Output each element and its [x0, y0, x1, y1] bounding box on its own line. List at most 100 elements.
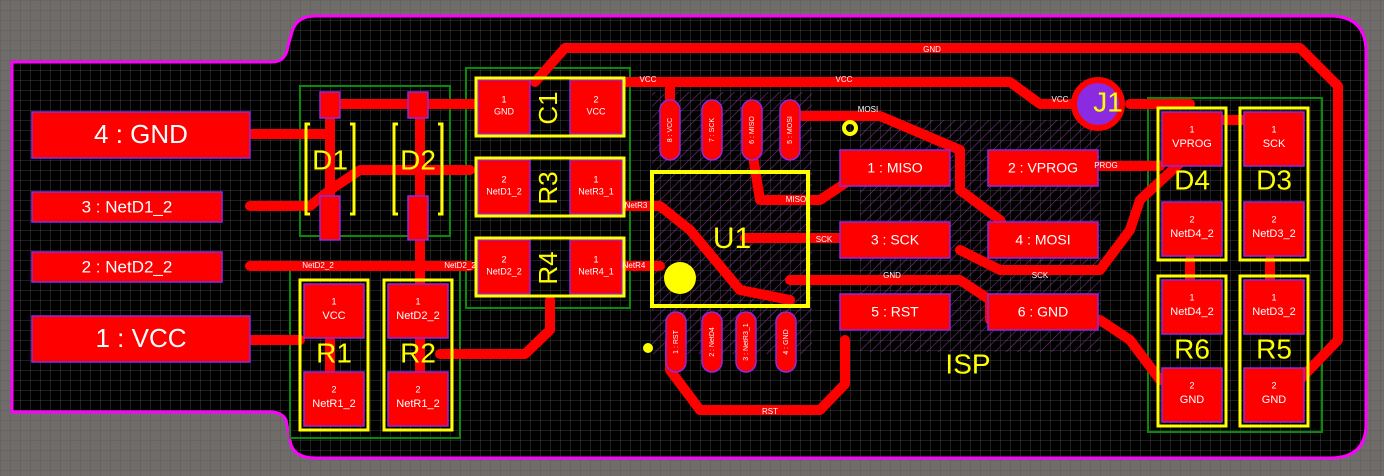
u1-pin-5	[665, 311, 687, 373]
d4-pad-bottom	[1161, 201, 1223, 257]
isp-pad-label: 2 : VPROG	[1008, 160, 1078, 176]
d2-silkscreen	[392, 122, 444, 216]
d1-designator: D1	[312, 144, 348, 175]
r5-silkscreen	[1238, 274, 1310, 428]
connector-pad-label: 1 : VCC	[95, 323, 186, 353]
d3-silkscreen	[1238, 106, 1310, 262]
r4-pad-right	[569, 239, 623, 295]
isp-pad-label: 4 : MOSI	[1015, 232, 1070, 248]
isp-pin1-marker	[842, 120, 858, 136]
u1-pin-1	[659, 99, 681, 161]
r1-pad-top-num: 1	[331, 296, 336, 306]
u1-pin-label: 3 : NetR3_1	[743, 323, 750, 360]
u1-pin-label: 7 : SCK	[709, 118, 716, 142]
r6-pad-bottom-num: 2	[1189, 380, 1194, 390]
r2-pad-bottom	[387, 371, 449, 427]
u1-pin1-dot	[643, 343, 653, 353]
r4-pad-left-num: 2	[501, 254, 506, 264]
isp-pad-3	[839, 221, 951, 259]
net-label: VCC	[836, 75, 853, 84]
r3-pad-left-num: 2	[501, 174, 506, 184]
isp-pad-4	[987, 221, 1099, 259]
r3-designator: R3	[533, 171, 563, 204]
u1-pin-8	[775, 311, 797, 373]
net-label: NetR4	[623, 261, 646, 270]
isp-pad-1	[839, 149, 951, 187]
d2-pad-bottom	[407, 195, 429, 241]
r6-pad-top-net: NetD4_2	[1170, 306, 1213, 318]
u1-pin-3	[741, 99, 763, 161]
d1-silkscreen	[304, 122, 356, 216]
d4-pad-top	[1161, 111, 1223, 167]
r2-pad-top	[387, 283, 449, 339]
d4-pad-top-num: 1	[1189, 124, 1194, 134]
isp-pad-label: 3 : SCK	[871, 232, 920, 248]
connector-pad-4	[31, 111, 251, 159]
r6-pad-bottom-net: GND	[1180, 394, 1205, 406]
connector-pad-2	[31, 251, 223, 283]
r2-silkscreen	[382, 278, 454, 432]
c1-pad-left-num: 1	[501, 94, 506, 104]
net-label: VCC	[1052, 95, 1069, 104]
isp-pad-label: 1 : MISO	[867, 160, 922, 176]
c1-pad-left	[477, 79, 531, 135]
r6-silkscreen	[1156, 274, 1228, 428]
r2-pad-top-num: 1	[415, 296, 420, 306]
r3-pad-left	[477, 159, 531, 215]
r4-pad-left	[477, 239, 531, 295]
r1-pad-bottom-net: NetR1_2	[312, 398, 355, 410]
r5-pad-bottom	[1243, 367, 1305, 423]
r6-pad-top	[1161, 279, 1223, 335]
isp-pad-6	[987, 293, 1099, 331]
connector-pad-1	[31, 315, 251, 363]
net-label: GND	[923, 45, 941, 54]
u1-pin-label: 5 : MOSI	[787, 116, 794, 144]
connector-pad-label: 3 : NetD1_2	[82, 197, 173, 216]
r1-pad-bottom-num: 2	[331, 384, 336, 394]
r5-pad-top-num: 1	[1271, 292, 1276, 302]
connector-pad-3	[31, 191, 223, 223]
c1-silkscreen	[474, 76, 626, 138]
u1-pin-7	[735, 311, 757, 373]
r3-pad-right-net: NetR3_1	[578, 186, 614, 196]
d2-designator: D2	[400, 144, 436, 175]
r5-pad-top	[1243, 279, 1305, 335]
r5-pad-top-net: NetD3_2	[1252, 306, 1295, 318]
net-label: NetD2_2	[302, 261, 334, 270]
r6-pad-bottom	[1161, 367, 1223, 423]
c1-designator: C1	[533, 91, 563, 124]
r4-designator: R4	[533, 251, 563, 284]
r1-pad-top	[303, 283, 365, 339]
net-label: NetD2_2	[444, 261, 476, 270]
net-label: MISO	[786, 195, 806, 204]
r1-pad-top-net: VCC	[322, 310, 345, 322]
d3-pad-top	[1243, 111, 1305, 167]
d4-pad-top-net: VPROG	[1172, 138, 1212, 150]
u1-pin-label: 8 : VCC	[667, 118, 674, 143]
net-label: MOSI	[858, 105, 878, 114]
r3-silkscreen	[474, 156, 626, 218]
net-label: GND	[883, 271, 901, 280]
c1-pad-right	[569, 79, 623, 135]
r4-pad-left-net: NetD2_2	[486, 266, 522, 276]
u1-pin-2	[701, 99, 723, 161]
u1-silkscreen	[650, 170, 810, 308]
u1-pin-label: 1 : RST	[673, 329, 680, 353]
j1-via	[1071, 77, 1125, 131]
r1-silkscreen	[298, 278, 370, 432]
r6-pad-top-num: 1	[1189, 292, 1194, 302]
d3-pad-top-net: SCK	[1263, 138, 1286, 150]
isp-pad-2	[987, 149, 1099, 187]
d3-pad-bottom-num: 2	[1271, 214, 1276, 224]
j1-designator: J1	[1093, 86, 1123, 117]
board-outline	[10, 14, 1368, 460]
r4-silkscreen	[474, 236, 626, 298]
d4-designator: D4	[1174, 164, 1210, 195]
r3-pad-left-net: NetD1_2	[486, 186, 522, 196]
r1-designator: R1	[316, 337, 352, 368]
connector-pad-label: 4 : GND	[94, 119, 188, 149]
u1-pin-label: 2 : NetD4	[709, 327, 716, 357]
r5-designator: R5	[1256, 333, 1292, 364]
r3-pad-right	[569, 159, 623, 215]
